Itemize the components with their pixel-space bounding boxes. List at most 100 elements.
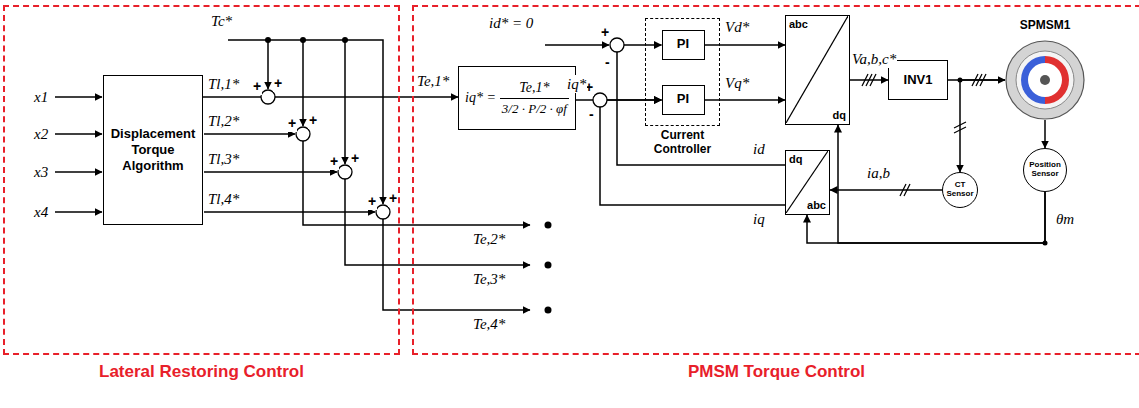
sensor-circle: CT Sensor (942, 172, 978, 208)
control-region: PMSM Torque Controliq* =Te,1*3/2 · P/2 ·… (412, 5, 1139, 355)
three-phase-mark (980, 74, 986, 86)
signal-label: id* = 0 (488, 14, 534, 32)
motor-symbol: SPMSM1 (1005, 40, 1085, 120)
signal-label: x1 (33, 88, 49, 106)
three-phase-mark (904, 184, 910, 196)
connector (705, 44, 786, 46)
formula-text: Te,1* (517, 80, 551, 98)
motor-symbol (1005, 40, 1085, 120)
input-wire (55, 133, 102, 135)
stator (1006, 41, 1084, 119)
signal-label: Te,4* (472, 315, 506, 333)
signal-label: id (752, 140, 766, 158)
algorithm-block: Displacement Torque Algorithm (103, 75, 203, 225)
sign-label: + (308, 112, 318, 129)
junction-dot (545, 262, 552, 269)
transform-label: abc (789, 19, 808, 30)
sign-label: - (604, 54, 611, 71)
command-wire (545, 44, 609, 46)
sign-label: + (252, 78, 262, 95)
junction-dot (958, 78, 963, 83)
pi-block: PI (662, 85, 705, 115)
input-wire (55, 97, 102, 212)
region-title: PMSM Torque Control (414, 362, 1139, 382)
command-wire (303, 141, 530, 225)
connector (1044, 120, 1046, 148)
signal-label: x2 (33, 125, 49, 143)
sign-label: + (600, 24, 610, 41)
pi-block: PI (662, 30, 705, 60)
summing-junction (376, 205, 390, 219)
connector (807, 192, 1045, 243)
junction-dot (545, 222, 552, 229)
junction-dot (265, 37, 1048, 314)
signal-label: Tl,1* (207, 75, 240, 93)
formula-text: iq* = (465, 90, 496, 106)
sign-label: + (329, 153, 339, 170)
sign-label: + (367, 193, 377, 210)
diagonal-line (786, 16, 848, 123)
motor-label: SPMSM1 (975, 18, 1115, 32)
summing-junction (338, 165, 352, 179)
connector (960, 80, 1005, 172)
connector (838, 125, 1045, 243)
input-wire (55, 171, 102, 173)
transform-label: abc (807, 200, 826, 211)
signal-label: Va,b,c* (851, 50, 897, 68)
three-phase-mark (954, 122, 966, 128)
signal-label: Vq* (724, 74, 750, 92)
input-wire (55, 211, 102, 213)
three-phase-mark (954, 127, 966, 133)
block-label: INV1 (904, 72, 933, 88)
group-label: Current Controller (634, 128, 731, 157)
junction-dot (1043, 241, 1048, 246)
command-wire (302, 40, 304, 126)
sign-label: - (588, 106, 595, 123)
command-wire (383, 219, 530, 310)
signal-label: Tl,4* (207, 190, 240, 208)
formula-text: 3/2 · P/2 · φf (500, 98, 569, 117)
connector (203, 96, 458, 98)
diagonal-line (786, 151, 828, 213)
input-wire (55, 96, 102, 98)
signal-label: Te,1* (416, 72, 450, 90)
signal-label: Tl,3* (207, 150, 240, 168)
command-wire (204, 133, 295, 135)
signal-label: iq (752, 210, 766, 228)
control-region: Lateral Restoring ControlDisplacement To… (3, 5, 400, 355)
summing-junction (261, 90, 275, 104)
sign-label: + (350, 150, 360, 167)
signal-label: Te,3* (472, 270, 506, 288)
command-wire (204, 40, 609, 310)
block-label: PI (677, 36, 689, 52)
summing-junction (296, 127, 310, 141)
signal-label: x4 (33, 203, 49, 221)
transform-block: abc dq (785, 15, 850, 125)
transform-label: dq (789, 154, 802, 165)
connector (705, 99, 786, 101)
transform-block: dq abc (785, 150, 830, 215)
block-label: PI (677, 91, 689, 107)
summing-junction (610, 38, 624, 52)
junction-dot (265, 37, 271, 43)
sensor-label: CT Sensor (943, 181, 977, 199)
command-wire (228, 40, 383, 204)
command-wire (267, 40, 269, 89)
sensor-circle: Position Sensor (1023, 148, 1067, 192)
sign-label: + (287, 115, 297, 132)
formula-block: iq* = Te,1*3/2 · P/2 · φf (458, 66, 576, 130)
signal-label: θm (1055, 210, 1075, 228)
command-wire (204, 171, 337, 173)
sign-label: + (273, 75, 283, 92)
signal-label: x3 (33, 163, 49, 181)
transform-label: dq (833, 110, 846, 121)
signal-label: iq* (566, 75, 587, 93)
junction-dot (300, 37, 306, 43)
summing-junction (593, 93, 607, 107)
command-wire (345, 179, 530, 265)
signal-label: Tl,2* (207, 112, 240, 130)
rotor-core (1028, 63, 1062, 97)
shaft (1040, 75, 1050, 85)
connector (830, 189, 942, 191)
